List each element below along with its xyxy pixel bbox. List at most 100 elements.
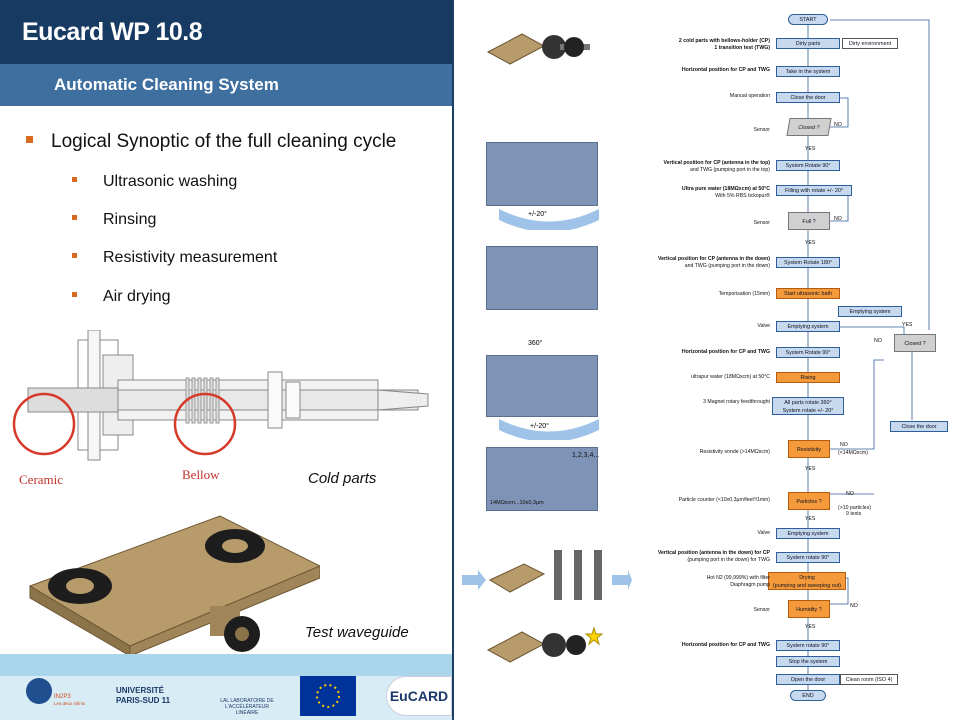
fc-note-17b: (pumping port in the down) for TWG — [687, 557, 770, 563]
rotate-360-label: 360° — [528, 340, 543, 347]
step-thumb-start — [486, 33, 590, 65]
fc-emptying-right: Emptying system — [838, 306, 902, 317]
eu-flag-logo — [300, 676, 356, 716]
bullet-square-icon — [72, 215, 77, 221]
test-waveguide-label: Test waveguide — [305, 624, 409, 641]
rotate-20-label: +/-20° — [528, 211, 547, 218]
fc-yes-3: YES — [902, 322, 913, 328]
fc-filling: Filling with rotate +/- 20° — [776, 185, 852, 196]
fc-rotate90-a: System Rotate 90° — [776, 160, 840, 171]
cnrs-sub-text: Les deux infinis — [54, 701, 86, 706]
cnrs-in2p3-text: IN2P3 — [54, 694, 71, 700]
ceramic-label: Ceramic — [19, 472, 64, 487]
fc-note-6: Ultra pure water (18MΩxcm) at 50°C — [681, 186, 770, 192]
fc-emptying-a: Emptying system — [776, 321, 840, 332]
fc-part-note: (>10 particles) — [838, 505, 872, 511]
fc-close-door: Close the door — [776, 92, 840, 103]
resist-label: 14MΩxcm...10x0,3µm — [490, 500, 544, 506]
fc-stop: Stop the system — [776, 656, 840, 667]
fc-note-12: ultrapur water (18MΩxcm) at 50°C — [691, 374, 770, 380]
step-thumb-vertical — [486, 142, 598, 206]
sub-bullet-text: Rinsing — [103, 211, 157, 228]
fc-note-17: Vertical position (antenna in the down) … — [657, 550, 770, 556]
fc-part-note2: 9 tests — [846, 511, 862, 517]
step-thumb-resistivity — [486, 447, 598, 511]
slide-subtitle: Automatic Cleaning System — [54, 75, 279, 94]
fc-rotate180: System Rotate 180° — [776, 257, 840, 268]
fc-note-19: Sensor — [753, 607, 770, 613]
title-bar: Eucard WP 10.8 — [0, 0, 452, 64]
slide-title: Eucard WP 10.8 — [22, 18, 203, 46]
bullet-square-icon — [72, 253, 77, 259]
fc-res-note: (<14MΩxcm) — [838, 450, 868, 456]
bullet-square-icon — [26, 136, 33, 144]
sub-bullet-text: Ultrasonic washing — [103, 173, 238, 190]
fc-no-3: NO — [874, 338, 882, 344]
fc-note-9: Temporisation (15min) — [718, 291, 770, 297]
fc-clean-room: Clean room (ISO 4) — [840, 674, 898, 685]
fc-note-5: Vertical position for CP (antenna in the… — [663, 160, 770, 166]
bullet-square-icon — [72, 292, 77, 298]
sub-bullet-text: Resistivity measurement — [103, 249, 278, 266]
fc-no-5: NO — [846, 491, 854, 497]
fc-resistivity: Resistivity — [788, 440, 830, 458]
step-thumb-ultrasonic — [486, 246, 598, 310]
eu-stars-icon — [316, 684, 340, 708]
fc-note-4: Sensor — [753, 127, 770, 133]
flowchart-panel: +/-20° 360° +/-20° 1,2,3,4,.. 14MΩxcm...… — [454, 0, 960, 720]
fc-note-18: Hot N2 (99,999%) with filter — [706, 575, 770, 581]
fc-open-door: Open the door — [776, 674, 840, 685]
fc-note-11: Horizontal position for CP and TWG — [681, 349, 770, 355]
panel-divider — [452, 0, 454, 720]
fc-yes-5: YES — [805, 516, 816, 522]
bullet-square-icon — [72, 177, 77, 183]
fc-no-1: NO — [834, 122, 842, 128]
fc-note-2: Horizontal position for CP and TWG — [681, 67, 770, 73]
ceramic-highlight-circle — [12, 392, 76, 456]
fc-full-q: Full ? — [788, 212, 830, 230]
fc-dirty-env: Dirty environment — [842, 38, 898, 49]
fc-humidity: Humidity ? — [788, 600, 830, 618]
eucard-logo: EuCARD — [386, 676, 452, 716]
cold-parts-label: Cold parts — [308, 470, 377, 487]
footer-band — [0, 654, 452, 720]
cnrs-circle-icon — [26, 678, 52, 704]
fc-particles: Particles ? — [788, 492, 830, 510]
fc-start: START — [788, 14, 828, 25]
fc-end: END — [790, 690, 826, 701]
fc-rotate90-c: System rotate 90° — [776, 552, 840, 563]
fc-closed-q2: Closed ? — [894, 334, 936, 352]
flowchart-connectors — [807, 19, 930, 690]
fc-ultrasonic: Start ultrasonic bath — [776, 288, 840, 299]
sub-bullet: Air drying — [72, 288, 171, 306]
fc-note-3: Manual operation — [729, 93, 770, 99]
fc-yes-2: YES — [805, 240, 816, 246]
step-thumb-end — [486, 626, 604, 663]
cnrs-logo — [24, 676, 68, 716]
fc-note-10: Valve — [757, 323, 770, 329]
sub-bullet: Resistivity measurement — [72, 249, 277, 267]
fc-all-parts: All parts rotate 360°System rotate +/- 2… — [772, 397, 844, 415]
fc-dirty-parts: Dirty parts — [776, 38, 840, 49]
fc-take-in: Take in the system — [776, 66, 840, 77]
fc-note-8: Vertical position for CP (antenna in the… — [657, 256, 770, 262]
fc-yes-4: YES — [805, 466, 816, 472]
fc-note-5b: and TWG (pumping port in the top) — [689, 167, 770, 173]
fc-note-1: 2 cold parts with bellows-holder (CP) — [678, 38, 770, 44]
step-thumb-drying — [462, 550, 632, 600]
fc-closed-q: Closed ? — [786, 118, 832, 136]
fc-note-14: Resistivity sonde (>14MΩxcm) — [699, 449, 770, 455]
rotate-20-label-2: +/-20° — [530, 423, 549, 430]
fc-rotate90-d: System rotate 90° — [776, 640, 840, 651]
fc-close-door2: Close the door — [890, 421, 948, 432]
fc-rotate90-b: System Rotate 90° — [776, 347, 840, 358]
slide-left-panel: Eucard WP 10.8 Automatic Cleaning System… — [0, 0, 452, 720]
subtitle-bar: Automatic Cleaning System — [0, 64, 452, 106]
fc-note-1b: 1 transition test (TWG) — [714, 45, 770, 51]
fc-note-18b: Diaphragm pump — [730, 582, 770, 588]
fc-emptying-b: Emptying system — [776, 528, 840, 539]
fc-yes-6: YES — [805, 624, 816, 630]
bellow-label: Bellow — [182, 467, 220, 482]
fc-yes-1: YES — [805, 146, 816, 152]
fc-note-15: Particle counter (<10x0,3µm/feet³/1min) — [678, 497, 770, 503]
